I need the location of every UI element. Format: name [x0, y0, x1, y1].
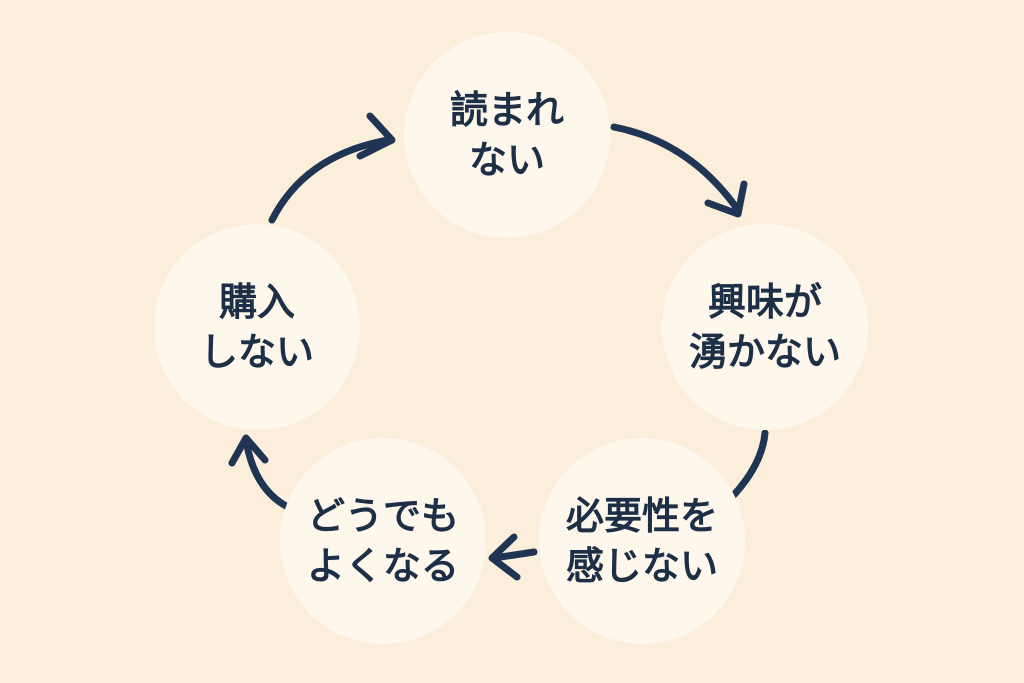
- node-yomarenai: 読まれ ない: [404, 32, 610, 238]
- node-label-line2: ない: [468, 138, 545, 182]
- arrow-1-icon: [610, 123, 748, 218]
- arrow-3-icon: [488, 533, 538, 581]
- node-label-line1: 必要性を: [565, 494, 718, 538]
- arrow-4-icon: [228, 434, 290, 510]
- node-label-line2: よくなる: [306, 544, 459, 588]
- node-label-line1: 興味が: [707, 280, 822, 324]
- node-label-line2: しない: [199, 330, 314, 374]
- node-label-line2: 感じない: [565, 544, 718, 588]
- node-label-line1: 読まれ: [449, 88, 564, 132]
- node-label-line1: どうでも: [306, 494, 459, 538]
- node-label-line2: 湧かない: [688, 330, 841, 374]
- node-label-line1: 購入: [218, 280, 295, 324]
- arrow-5-icon: [268, 112, 396, 224]
- node-kyomi-ga-wakanai: 興味が 湧かない: [662, 224, 868, 430]
- arrow-2-icon: [728, 429, 769, 501]
- node-doudemo-yokunaru: どうでも よくなる: [280, 438, 486, 644]
- node-kounyuu-shinai: 購入 しない: [154, 224, 360, 430]
- node-hitsuyousei-wo-kanjinai: 必要性を 感じない: [539, 438, 745, 644]
